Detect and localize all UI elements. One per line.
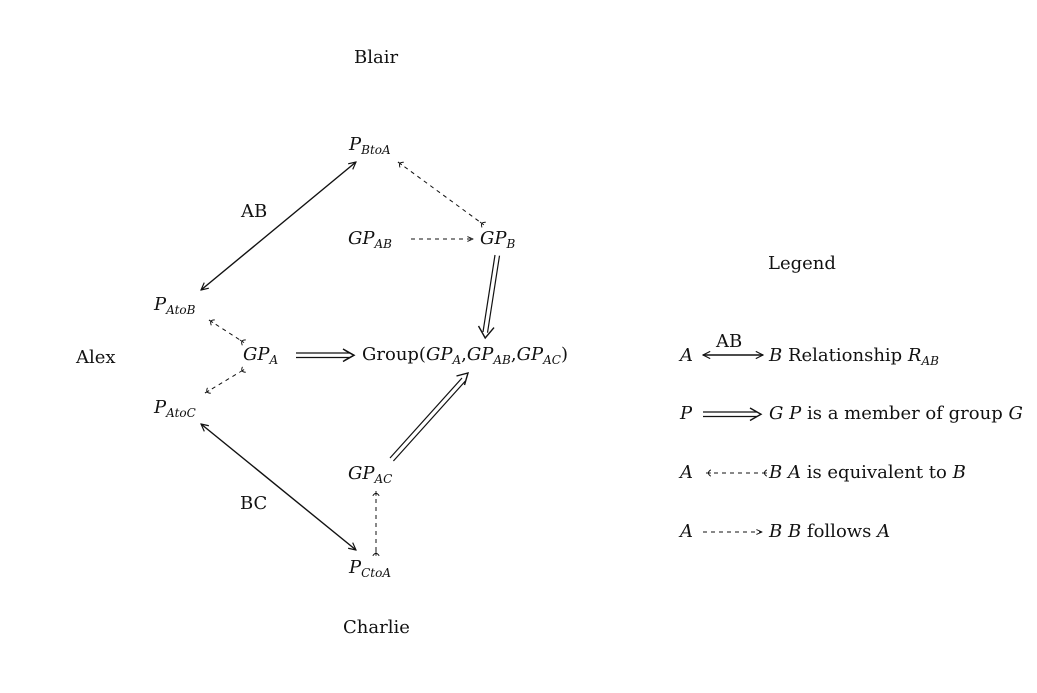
node-p-atob: PAtoB bbox=[154, 294, 196, 318]
node-gp-b: GPB bbox=[480, 228, 516, 252]
legend-row2-right: G P is a member of group G bbox=[769, 403, 1023, 424]
legend-row1-arrow-label: AB bbox=[716, 331, 743, 352]
legend-row4-left: A bbox=[680, 521, 693, 542]
person-charlie: Charlie bbox=[343, 617, 410, 638]
person-blair: Blair bbox=[354, 47, 399, 68]
legend-row1-right: B Relationship RAB bbox=[769, 345, 939, 369]
relationship-bc-arrow bbox=[201, 424, 356, 550]
node-gp-a: GPA bbox=[243, 344, 279, 368]
member-gpa-group bbox=[296, 348, 356, 363]
edge-label-bc: BC bbox=[240, 493, 268, 514]
node-p-ctoa: PCtoA bbox=[349, 557, 392, 581]
legend-row3-left: A bbox=[680, 462, 693, 483]
person-alex: Alex bbox=[76, 347, 116, 368]
legend-row1-left: A bbox=[680, 345, 693, 366]
node-gp-ac: GPAC bbox=[348, 463, 393, 487]
edge-label-ab: AB bbox=[241, 201, 268, 222]
legend-member-arrow bbox=[703, 407, 763, 422]
node-p-atoc: PAtoC bbox=[154, 397, 196, 421]
equiv-pbtoa-gpb bbox=[397, 161, 486, 228]
legend-row3-right: B A is equivalent to B bbox=[769, 462, 966, 483]
node-gp-ab: GPAB bbox=[348, 228, 392, 252]
equiv-patob-gpa bbox=[208, 319, 246, 346]
member-gpac-group bbox=[389, 372, 470, 462]
legend-title: Legend bbox=[768, 253, 836, 274]
legend-row2-left: P bbox=[680, 403, 693, 424]
member-gpb-group bbox=[477, 254, 501, 340]
equiv-patoc-gpa bbox=[204, 366, 246, 394]
node-p-btoa: PBtoA bbox=[349, 134, 391, 158]
relationship-ab-arrow bbox=[201, 162, 356, 290]
node-group: Group(GPA,GPAB,GPAC) bbox=[362, 344, 568, 368]
legend-row4-right: B B follows A bbox=[769, 521, 891, 542]
